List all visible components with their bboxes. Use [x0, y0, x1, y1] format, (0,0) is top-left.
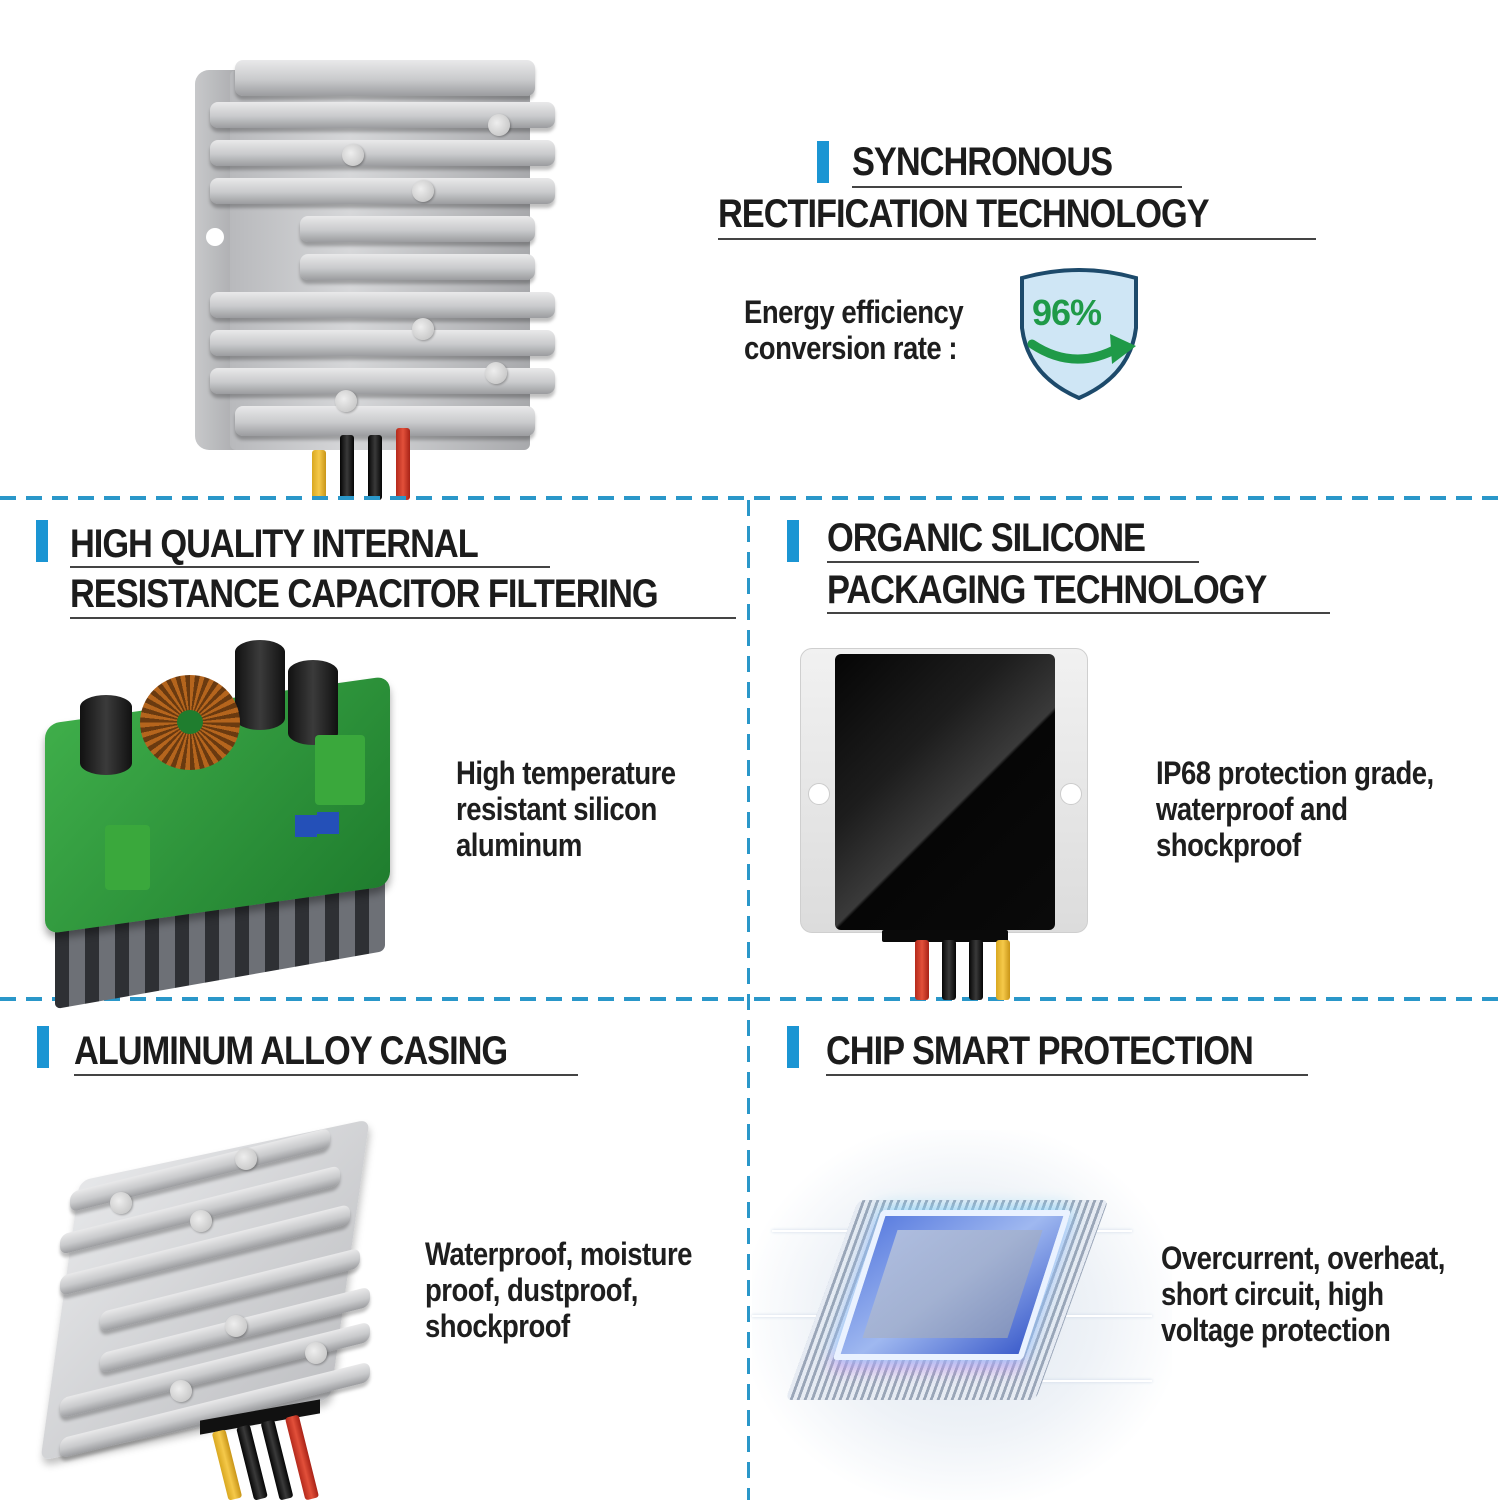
- heading-underline: [826, 1074, 1308, 1076]
- section-description: Overcurrent, overheat, short circuit, hi…: [1161, 1240, 1445, 1348]
- heading-underline: [718, 238, 1316, 240]
- heading-underline: [74, 1074, 578, 1076]
- section-heading: SYNCHRONOUS: [852, 140, 1113, 184]
- accent-bar: [787, 520, 799, 562]
- accent-bar: [37, 1026, 49, 1068]
- heading-underline: [852, 186, 1182, 188]
- glowing-chip-image: [752, 1130, 1172, 1500]
- aluminum-casing-image: [40, 1110, 380, 1500]
- heading-underline: [70, 566, 550, 568]
- section-heading: ALUMINUM ALLOY CASING: [74, 1029, 508, 1073]
- shield-arrow-icon: [1020, 268, 1138, 401]
- efficiency-value: 96%: [1032, 292, 1102, 333]
- section-description: Waterproof, moisture proof, dustproof, s…: [425, 1236, 692, 1344]
- section-heading: PACKAGING TECHNOLOGY: [827, 568, 1267, 612]
- pcb-board-image: [45, 640, 395, 1010]
- section-heading: RESISTANCE CAPACITOR FILTERING: [70, 572, 659, 616]
- horizontal-divider: [0, 997, 1500, 1001]
- vertical-divider: [747, 500, 750, 1500]
- aluminum-heatsink-converter-image: [190, 40, 560, 500]
- heading-underline: [827, 612, 1330, 614]
- heading-underline: [827, 561, 1199, 563]
- efficiency-label: Energy efficiency conversion rate :: [744, 294, 964, 366]
- section-heading: CHIP SMART PROTECTION: [826, 1029, 1254, 1073]
- efficiency-badge: 96%: [1018, 268, 1140, 402]
- section-description: IP68 protection grade, waterproof and sh…: [1156, 755, 1434, 863]
- accent-bar: [817, 141, 829, 183]
- black-potted-module-image: [800, 648, 1090, 1000]
- section-heading: ORGANIC SILICONE: [827, 516, 1146, 560]
- section-heading: RECTIFICATION TECHNOLOGY: [718, 192, 1210, 236]
- section-description: High temperature resistant silicon alumi…: [456, 755, 676, 863]
- accent-bar: [787, 1026, 799, 1068]
- heading-underline: [70, 617, 736, 619]
- horizontal-divider: [0, 496, 1500, 500]
- accent-bar: [36, 520, 48, 562]
- section-heading: HIGH QUALITY INTERNAL: [70, 522, 479, 566]
